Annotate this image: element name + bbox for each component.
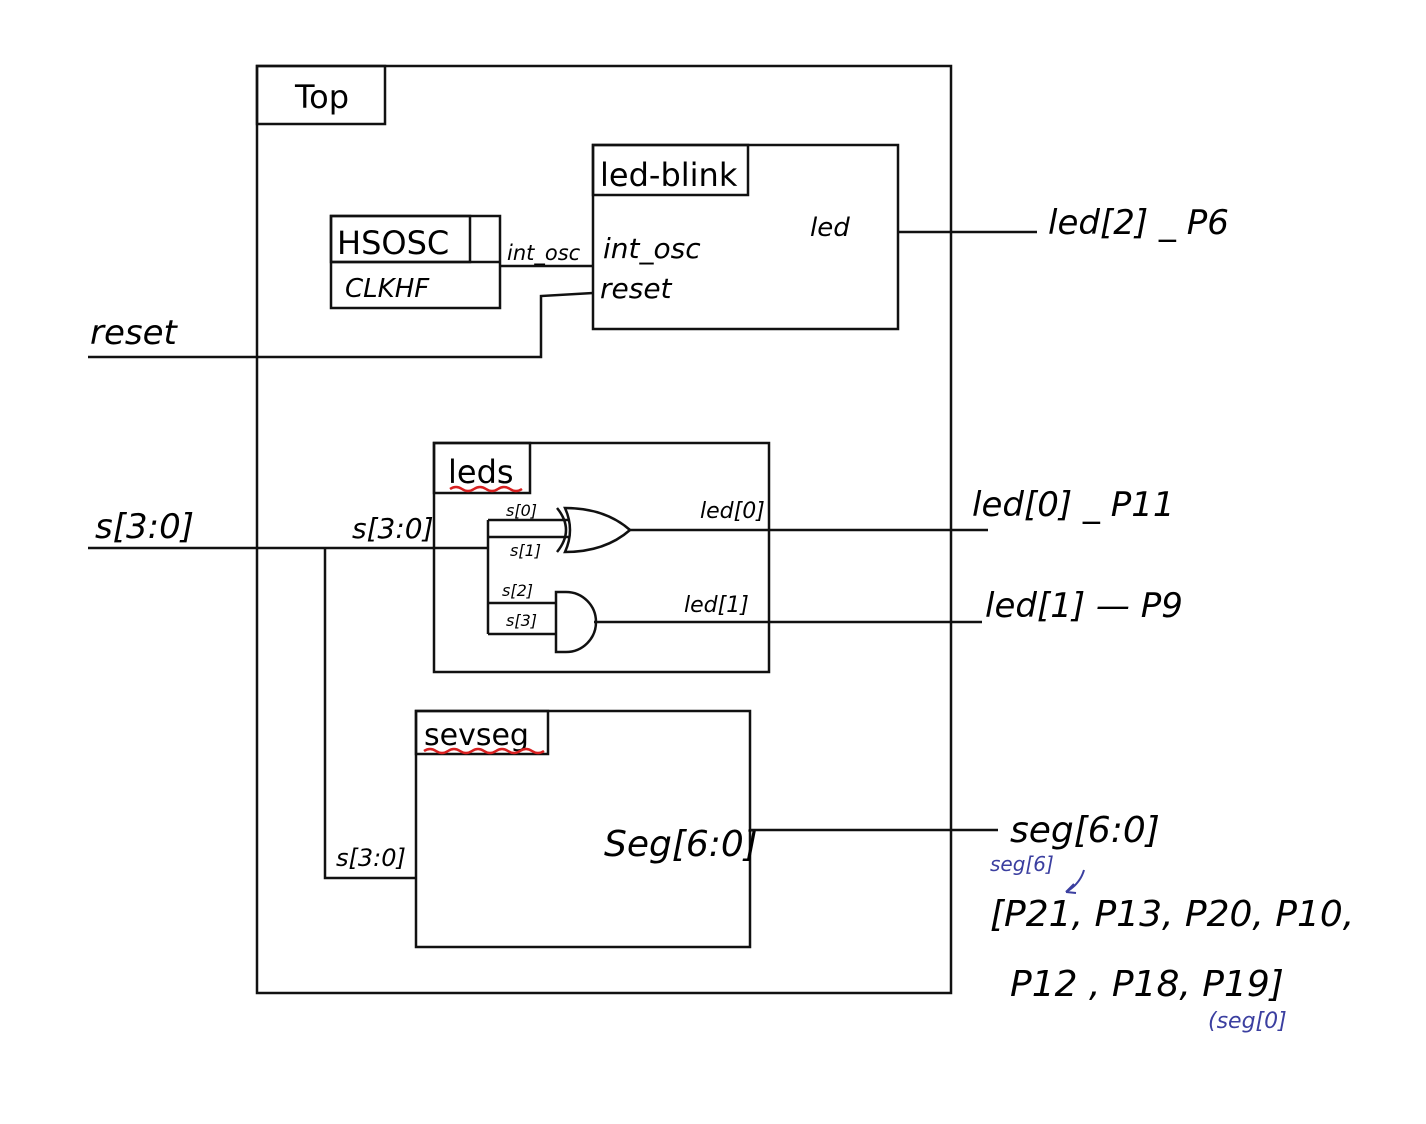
leds-out1-label: led[1] [684,593,749,618]
sevseg-label: sevseg [424,718,529,753]
xor-gate [563,506,632,554]
seg0-annotation: (seg[0] [1208,1009,1287,1034]
reset-wire [88,291,594,359]
hsosc-port-clkhf: CLKHF [345,274,430,304]
seg-pins-line1: [P21, P13, P20, P10, [990,894,1354,935]
and-gate [554,590,598,654]
top-module-tab [255,64,387,126]
int-osc-wire-label: int_osc [507,241,581,266]
s-input-label: s[3:0] [95,507,194,547]
leds-label: leds [448,453,514,491]
seg-pins-line2: P12 , P18, P19] [1010,964,1284,1005]
xor-gate-back-curve [556,507,568,553]
led-blink-port-int-osc: int_osc [603,232,701,265]
led0-output-label: led[0] _ P11 [972,485,1175,525]
led2-output-label: led[2] _ P6 [1048,203,1229,243]
leds-spellcheck-underline [449,485,523,493]
sevseg-bus-in-label: s[3:0] [336,844,406,872]
leds-bus-in-label: s[3:0] [352,512,434,545]
s2-label: s[2] [502,581,533,600]
led-blink-port-reset: reset [600,272,673,305]
sevseg-out-label: Seg[6:0] [604,824,758,865]
leds-out0-label: led[0] [700,499,765,524]
top-module-label: Top [294,78,349,116]
hsosc-label: HSOSC [337,224,449,262]
s-bus-branch-to-sevseg [323,548,416,880]
led-blink-label: led-blink [600,156,738,194]
seg6-annotation-arrowhead [1065,883,1077,894]
led1-output-label: led[1] — P9 [985,586,1183,626]
led-blink-tab [591,143,750,197]
s1-label: s[1] [510,541,541,560]
seg-output-label: seg[6:0] [1010,810,1160,851]
reset-input-label: reset [90,313,179,353]
led-blink-port-led: led [810,213,850,243]
sevseg-spellcheck-underline [423,747,545,755]
s0-label: s[0] [506,501,537,520]
seg6-annotation: seg[6] [990,852,1054,876]
s3-label: s[3] [506,611,537,630]
sevseg-tab [414,709,550,756]
leds-tab [432,441,532,495]
leds-box [432,441,771,674]
